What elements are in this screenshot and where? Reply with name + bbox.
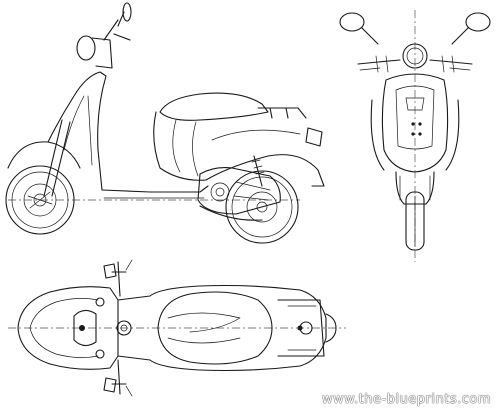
mirror-right	[451, 12, 491, 45]
handlebar-top	[103, 259, 133, 397]
tail-light	[305, 127, 323, 147]
rear-rack	[257, 107, 307, 119]
watermark-text: www.the-blueprints.com	[321, 392, 491, 407]
headlight-top	[73, 309, 97, 347]
handlebar	[103, 19, 131, 41]
top-view	[8, 259, 346, 397]
seat	[159, 92, 269, 121]
mirror-left	[339, 12, 379, 45]
leg-shield	[47, 71, 107, 191]
steering-hub	[116, 320, 132, 336]
handlebar-front	[357, 59, 473, 65]
tail-light-top	[325, 313, 337, 343]
engine-unit	[197, 167, 281, 215]
front-shield	[381, 73, 449, 173]
front-fender	[7, 141, 81, 169]
front-fork	[43, 119, 71, 197]
headlight	[76, 35, 113, 69]
floorboard-top	[117, 284, 327, 372]
rear-wheel	[225, 170, 299, 244]
exhaust	[199, 205, 263, 221]
headlight-front	[402, 43, 428, 69]
side-view	[5, 2, 325, 244]
floorboard	[101, 185, 209, 193]
seat-top	[157, 291, 273, 365]
mirror-side	[117, 2, 132, 27]
body-panel	[153, 111, 325, 187]
front-wheel-front	[405, 191, 425, 251]
front-wheel	[5, 165, 75, 235]
rear-rack-top	[277, 299, 325, 357]
front-body-top	[17, 286, 119, 370]
front-view	[339, 10, 491, 262]
